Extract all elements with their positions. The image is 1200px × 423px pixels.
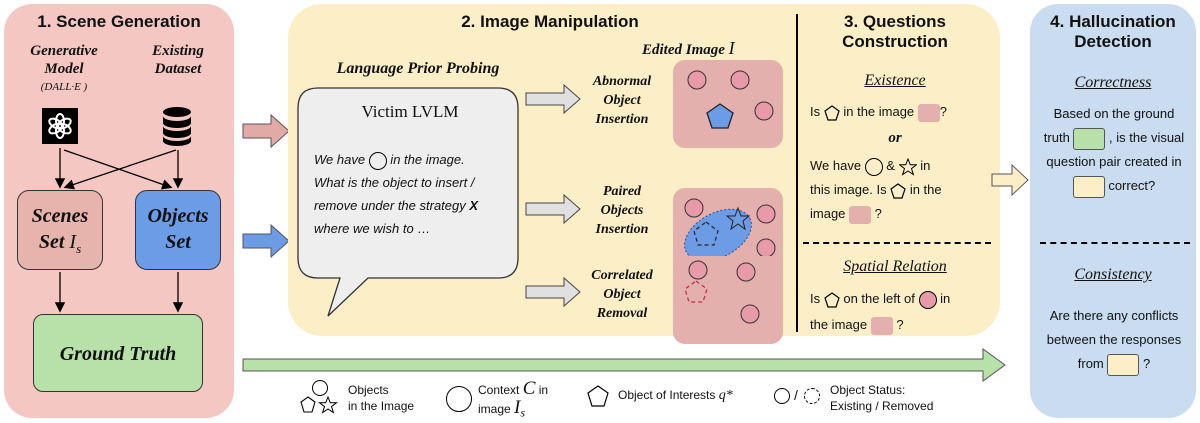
c-line-2: truth , is the visual: [1036, 126, 1192, 150]
consistency-heading: Consistency: [1074, 266, 1152, 283]
q2-line-3: image ?: [810, 202, 990, 226]
scenes-set-line2: Set Is: [38, 231, 82, 256]
q3-line-1: Is on the left of in: [810, 286, 990, 312]
legend-context-circle-icon: [446, 386, 472, 412]
legend-objects-label: Objects in the Image: [348, 383, 415, 413]
objects-set-box: Objects Set: [135, 190, 221, 270]
legend-removed-circle-icon: [804, 388, 820, 404]
questions-construction-title: 3. Questions Construction: [842, 12, 948, 51]
edited-image-label: Edited Image I: [642, 38, 735, 58]
scene-generation-title: 1. Scene Generation: [37, 12, 201, 31]
panel3-dashed-divider: [803, 242, 991, 244]
pentagon-icon: [824, 104, 840, 121]
c-line-4: correct?: [1036, 174, 1192, 198]
or-label: or: [888, 130, 902, 146]
ground-truth-swatch: [1073, 127, 1106, 150]
scene-swatch: [870, 316, 893, 335]
victim-lvlm-label: Victim LVLM: [361, 102, 459, 121]
legend: Objects in the Image Context C in image …: [290, 378, 990, 421]
legend-context-label: Context C in image Is: [478, 378, 549, 421]
legend-status-label: Object Status: Existing / Removed: [830, 383, 934, 413]
legend-context-line-1: Context C in: [478, 378, 549, 399]
consistency-text: Are there any conflicts between the resp…: [1036, 304, 1192, 376]
k-line-3: from ?: [1036, 352, 1192, 376]
pentagon-icon: [824, 291, 840, 308]
legend-existing-circle-icon: [774, 388, 790, 404]
question-swatch: [1107, 353, 1140, 376]
correctness-text: Based on the ground truth , is the visua…: [1036, 102, 1192, 198]
to-detection-arrow: [991, 163, 1029, 197]
spatial-relation-heading: Spatial Relation: [843, 258, 947, 275]
context-circle-icon: [368, 151, 387, 170]
legend-slash: /: [794, 387, 798, 403]
panel1-arrows: [54, 148, 184, 313]
scene-swatch: [917, 103, 940, 122]
legend-pentagon-star-icon: [300, 396, 338, 414]
circle-icon: [864, 157, 883, 176]
legend-circle-icon: [312, 380, 328, 396]
red-circle-icon: [918, 290, 937, 309]
ground-truth-box: Ground Truth: [33, 314, 203, 392]
openai-logo-icon: [42, 108, 78, 144]
strategy-correlated: Correlated Object Removal: [591, 268, 653, 321]
q3-line-2: the image ?: [810, 312, 990, 338]
strategy-paired: Paired Objects Insertion: [595, 184, 649, 237]
scene-swatch: [849, 205, 872, 224]
question-existence-2: We have & in this image. Is in the image…: [810, 154, 990, 226]
probe-title: Language Prior Probing: [336, 60, 500, 77]
question-swatch: [1072, 175, 1105, 198]
q2-line-2: this image. Is in the: [810, 182, 942, 199]
star-icon: [897, 157, 918, 176]
database-icon: [160, 106, 194, 151]
strategy-arrows: [525, 83, 581, 308]
legend-interest-label: Object of Interests q*: [618, 388, 733, 403]
correctness-heading: Correctness: [1074, 74, 1152, 91]
speech-bubble: [297, 87, 519, 317]
edited-images: [673, 60, 783, 344]
strategy-abnormal: Abnormal Object Insertion: [592, 74, 652, 127]
hallucination-detection-panel: [1030, 4, 1196, 418]
legend-context-line-2: image Is: [478, 397, 526, 420]
existence-heading: Existence: [864, 72, 926, 89]
legend-interest-pentagon-icon: [587, 385, 609, 407]
pentagon-icon: [890, 182, 906, 199]
panel4-dashed-divider: [1040, 242, 1190, 244]
question-spatial: Is on the left of in the image ?: [810, 286, 990, 338]
image-manipulation-title: 2. Image Manipulation: [461, 12, 639, 31]
prompt-line-3: remove under the strategy X: [314, 198, 479, 213]
panel2-divider: [796, 14, 798, 332]
q2-line-1: We have & in: [810, 154, 990, 178]
inter-panel-arrows: [242, 113, 290, 259]
ground-truth-arrow: [242, 348, 1006, 382]
hallucination-detection-title: 4. Hallucination Detection: [1050, 12, 1176, 51]
question-existence-1: Is in the image ?: [810, 102, 947, 122]
generative-model-label: Generative Model (DALL·E ): [30, 43, 98, 93]
probe-prompt: We have in the image. What is the object…: [314, 148, 520, 240]
scenes-set-box: Scenes Set Is: [17, 190, 103, 270]
prompt-line-1: We have in the image.: [314, 148, 520, 171]
existing-dataset-label: Existing Dataset: [152, 43, 204, 77]
